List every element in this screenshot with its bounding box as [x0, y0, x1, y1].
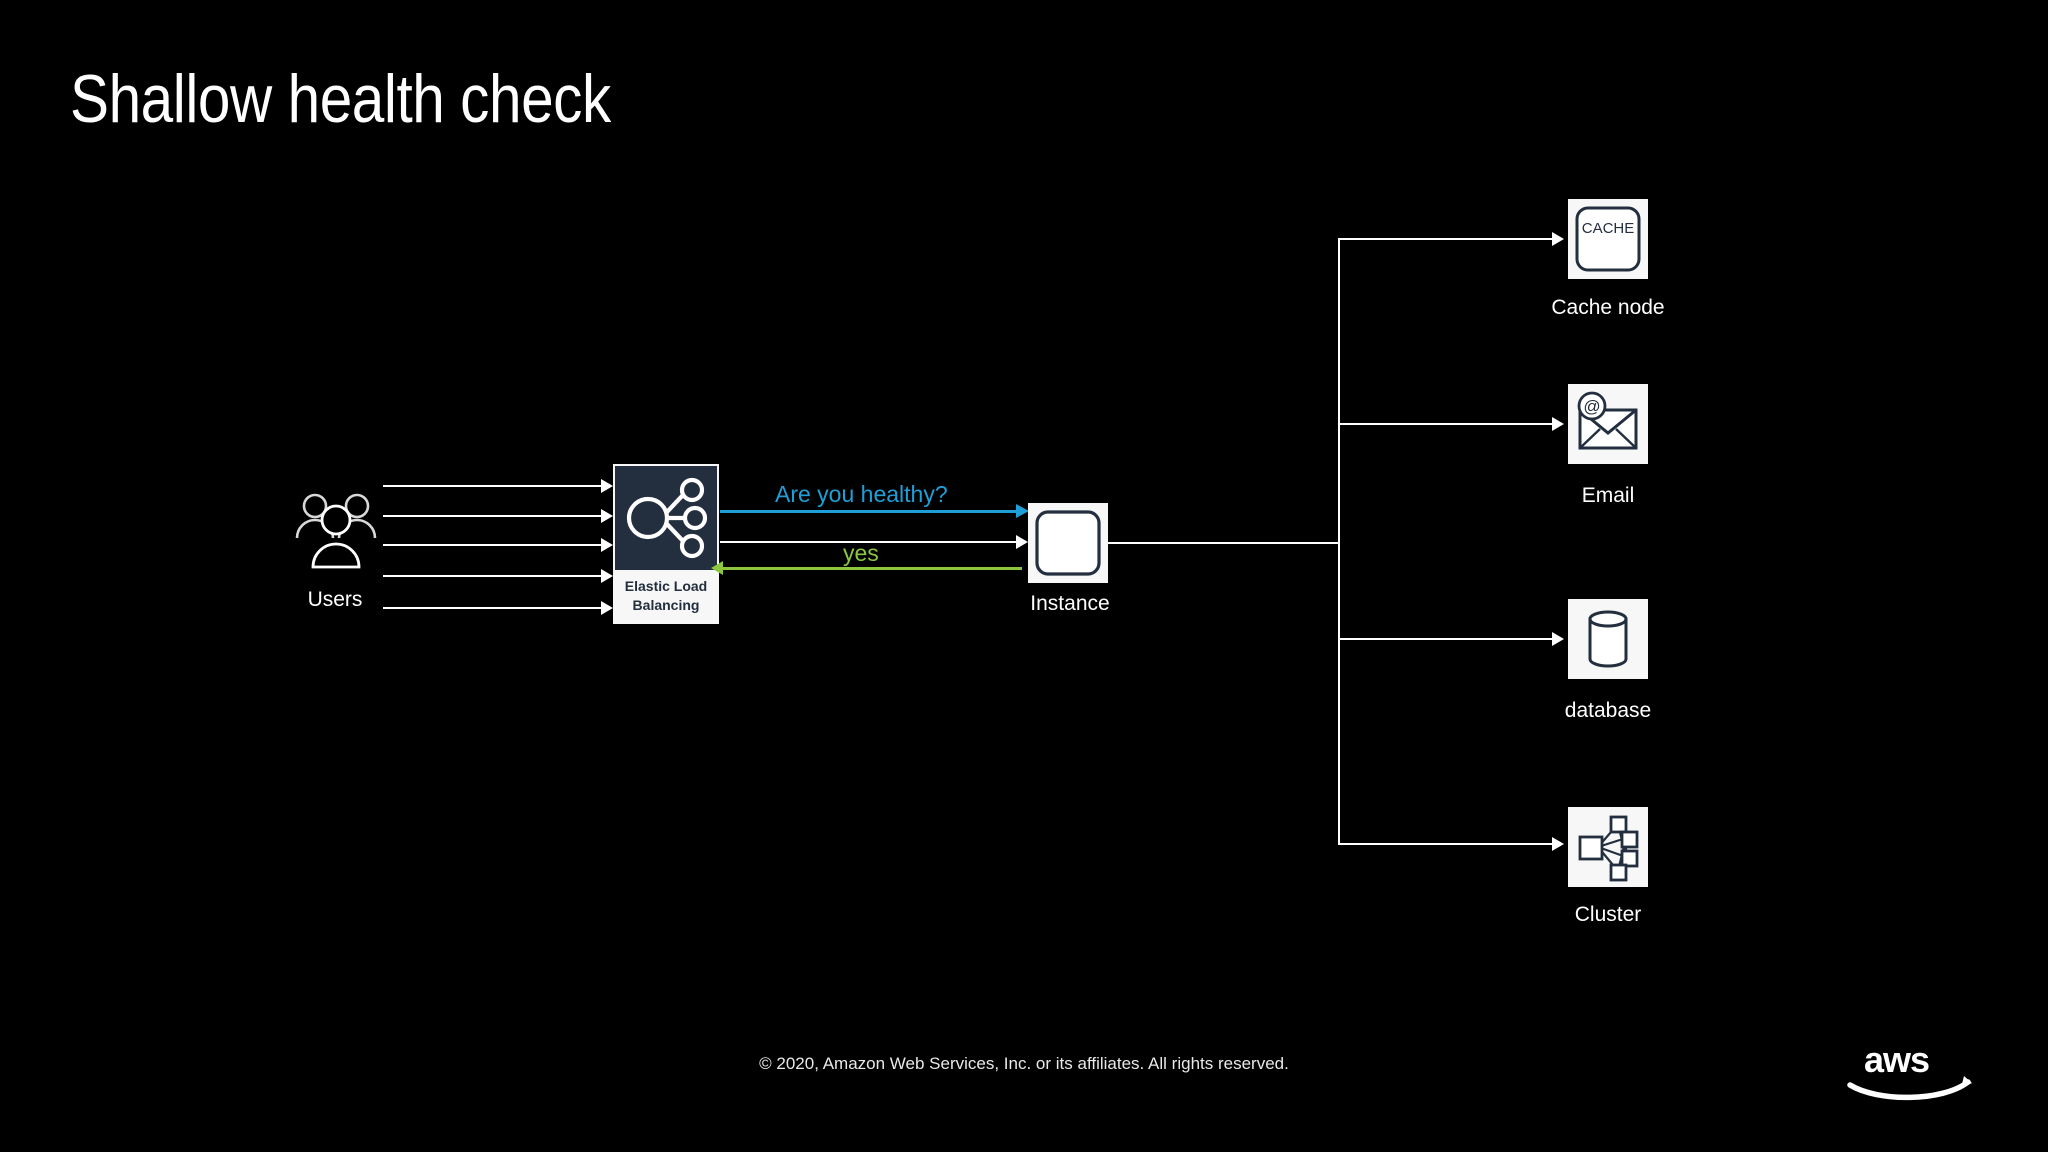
bus-to-cluster-arrow [1552, 837, 1564, 851]
user-traffic-line-4 [383, 575, 603, 577]
user-traffic-line-3 [383, 544, 603, 546]
footer-copyright: © 2020, Amazon Web Services, Inc. or its… [759, 1054, 1289, 1073]
bus-to-email-line [1338, 423, 1554, 425]
email-node-label: Email [1581, 484, 1635, 507]
lb-to-instance-line [720, 541, 1018, 543]
bus-to-database-line [1338, 638, 1554, 640]
aws-logo: aws [1846, 1039, 1976, 1102]
user-traffic-line-1 [383, 485, 603, 487]
users-icon [288, 490, 384, 570]
user-traffic-arrow-1 [601, 479, 613, 493]
user-traffic-arrow-2 [601, 509, 613, 523]
bus-to-email-arrow [1552, 417, 1564, 431]
user-traffic-line-2 [383, 515, 603, 517]
instance-to-bus-line [1108, 542, 1339, 544]
elastic-load-balancing-node: Elastic Load Balancing [613, 464, 719, 624]
elastic-load-balancing-icon [615, 466, 717, 570]
bus-to-cache-line [1338, 238, 1554, 240]
svg-text:aws: aws [1864, 1040, 1929, 1080]
bus-to-database-arrow [1552, 632, 1564, 646]
health-check-request-line [720, 510, 1020, 513]
health-check-request-arrow [1016, 504, 1029, 518]
bus-to-cache-arrow [1552, 232, 1564, 246]
database-node-label: database [1564, 699, 1652, 722]
svg-text:CACHE: CACHE [1582, 220, 1635, 237]
cluster-node-label: Cluster [1574, 903, 1642, 926]
user-traffic-arrow-5 [601, 601, 613, 615]
backend-bus-vertical-line [1338, 239, 1340, 845]
email-node: @ [1568, 384, 1648, 464]
elb-caption-line2: Balancing [632, 597, 700, 613]
health-check-response-arrow [711, 561, 723, 575]
svg-text:@: @ [1583, 397, 1600, 416]
elb-caption-line1: Elastic Load [624, 578, 708, 594]
page-title: Shallow health check [70, 61, 611, 137]
elastic-load-balancing-caption: Elastic Load Balancing [613, 572, 719, 622]
bus-to-cluster-line [1338, 843, 1554, 845]
cluster-node [1568, 807, 1648, 887]
user-traffic-arrow-4 [601, 569, 613, 583]
health-check-request-label: Are you healthy? [775, 481, 948, 507]
cache-node-label: Cache node [1551, 296, 1665, 319]
health-check-response-label: yes [843, 540, 879, 566]
cache-node: CACHE [1568, 199, 1648, 279]
database-node [1568, 599, 1648, 679]
instance-node [1028, 503, 1108, 583]
health-check-response-line [722, 567, 1022, 570]
lb-to-instance-arrow [1016, 535, 1028, 549]
user-traffic-arrow-3 [601, 538, 613, 552]
instance-label: Instance [1030, 592, 1110, 615]
user-traffic-line-5 [383, 607, 603, 609]
users-label: Users [307, 588, 363, 611]
